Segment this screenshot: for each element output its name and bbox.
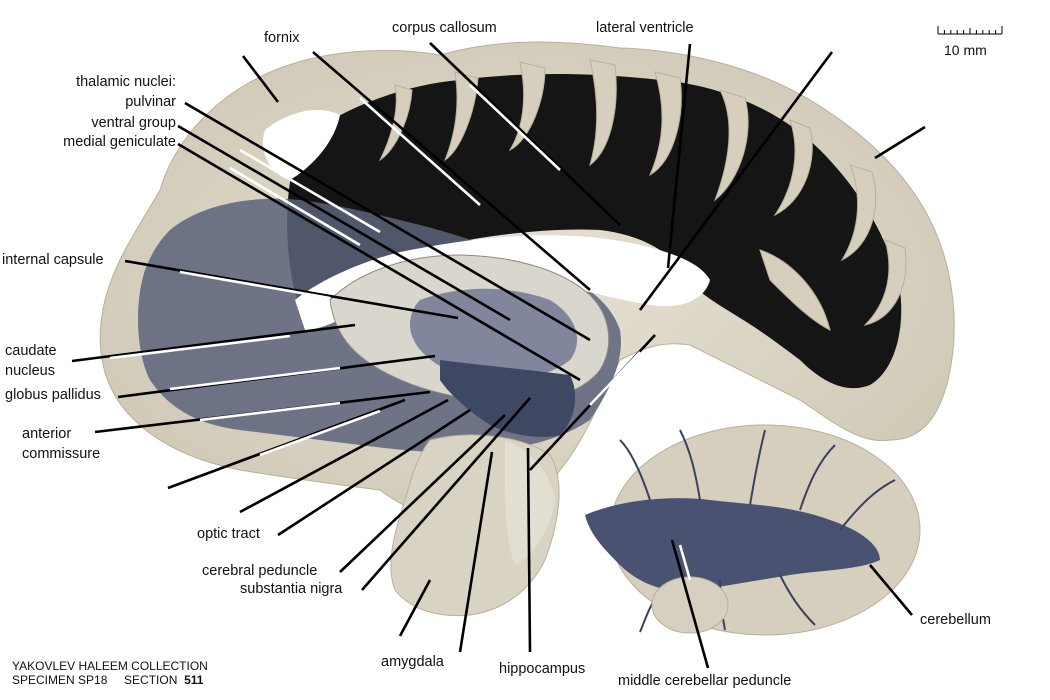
footer-section-number: 511 bbox=[184, 673, 204, 687]
scale-bar bbox=[937, 26, 1003, 35]
ventral-group-region bbox=[410, 288, 578, 380]
scale-bar-label: 10 mm bbox=[944, 42, 987, 58]
label-caudate-nucleus-line2: nucleus bbox=[5, 363, 55, 379]
label-amygdala: amygdala bbox=[381, 654, 444, 670]
label-ventral-group: ventral group bbox=[91, 115, 176, 131]
label-fornix: fornix bbox=[264, 30, 300, 46]
leader-line-highlights bbox=[109, 84, 692, 581]
footer-section-label: SECTION bbox=[124, 673, 178, 687]
label-corpus-callosum: corpus callosum bbox=[392, 20, 497, 36]
label-pulvinar: pulvinar bbox=[125, 94, 176, 110]
label-internal-capsule: internal capsule bbox=[2, 252, 104, 268]
cerebellar-folia bbox=[619, 429, 896, 633]
label-globus-pallidus: globus pallidus bbox=[5, 387, 101, 403]
label-anterior-commissure-line2: commissure bbox=[22, 446, 101, 462]
footer-specimen-line: SPECIMEN SP18 SECTION 511 bbox=[12, 673, 208, 687]
label-hippocampus: hippocampus bbox=[499, 661, 586, 677]
label-substantia-nigra: substantia nigra bbox=[240, 581, 343, 597]
label-anterior-commissure-line1: anterior bbox=[22, 426, 72, 442]
hippocampus-region bbox=[505, 440, 555, 565]
label-cerebral-peduncle: cerebral peduncle bbox=[202, 563, 318, 579]
brainstem bbox=[440, 360, 576, 437]
footer-specimen: SPECIMEN SP18 bbox=[12, 673, 108, 687]
ventricle-anterior-horn bbox=[262, 110, 340, 180]
cerebellar-white-matter bbox=[585, 498, 880, 592]
cerebrum-white-matter bbox=[287, 74, 902, 389]
gyri bbox=[378, 59, 907, 331]
label-lateral-ventricle: lateral ventricle bbox=[596, 20, 694, 36]
label-optic-tract: optic tract bbox=[197, 526, 260, 542]
footer-caption: YAKOVLEV HALEEM COLLECTION SPECIMEN SP18… bbox=[12, 659, 208, 687]
label-thalamic-nuclei: thalamic nuclei: bbox=[76, 74, 176, 90]
label-middle-cerebellar-peduncle: middle cerebellar peduncle bbox=[618, 673, 792, 689]
lateral-ventricle-cavity bbox=[295, 235, 710, 330]
label-cerebellum: cerebellum bbox=[920, 612, 991, 628]
label-caudate-nucleus-line1: caudate bbox=[5, 343, 57, 359]
label-medial-geniculate: medial geniculate bbox=[63, 134, 176, 150]
footer-collection: YAKOVLEV HALEEM COLLECTION bbox=[12, 659, 208, 673]
